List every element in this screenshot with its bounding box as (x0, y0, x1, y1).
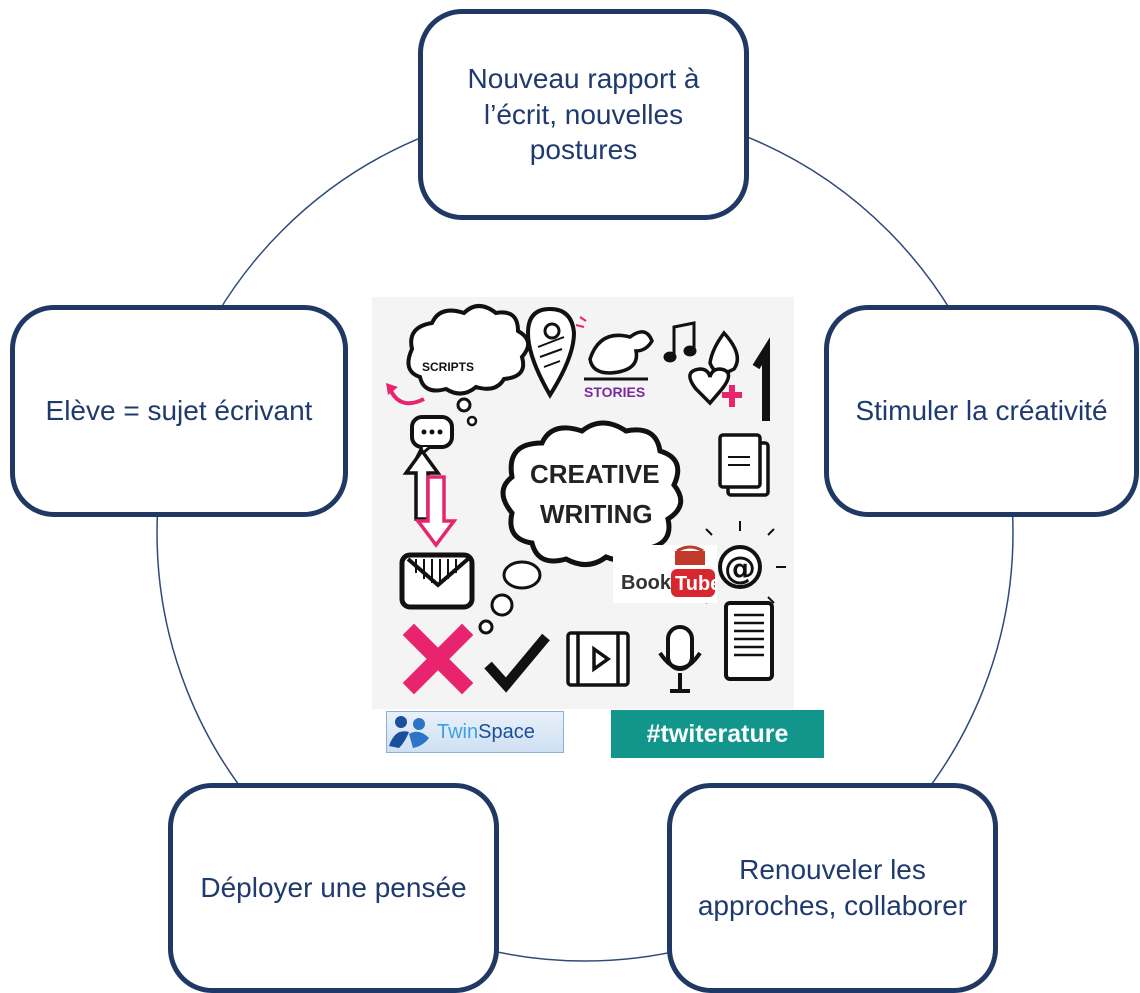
booktube-book-label: Book (621, 572, 672, 594)
node-nouveau-rapport: Nouveau rapport à l’écrit, nouvelles pos… (418, 9, 749, 220)
pink-curve-arrow-icon (388, 388, 425, 406)
creative-writing-cloud (500, 420, 684, 567)
scripts-cloud-icon (406, 304, 530, 396)
down-arrow-icon (414, 475, 458, 548)
twinspace-logo: TwinSpace (386, 711, 564, 753)
booktube-tube-label: Tube (675, 573, 717, 595)
ereader-icon (724, 601, 774, 681)
document-stack-icon (718, 433, 770, 497)
svg-text:@: @ (724, 549, 756, 587)
map-pin-icon (525, 306, 577, 399)
speech-bubble-icon (410, 415, 454, 461)
envelope-icon (399, 552, 475, 610)
thought-bubbles (478, 560, 542, 635)
creative-label: CREATIVE (530, 459, 660, 489)
writing-label: WRITING (540, 499, 653, 529)
node-eleve-sujet: Elève = sujet écrivant (10, 305, 348, 517)
twiterature-logo: #twiterature (611, 710, 824, 758)
stories-label: STORIES (584, 384, 645, 400)
checkmark-icon (484, 633, 550, 693)
scripts-label: SCRIPTS (422, 360, 474, 374)
drop-icon (708, 330, 740, 375)
creative-writing-illustration: SCRIPTS STORIES (372, 297, 794, 709)
microphone-icon (658, 625, 702, 693)
at-sign-icon: @ (694, 521, 786, 604)
twinspace-people-icon (389, 716, 429, 748)
node-deployer-pensee: Déployer une pensée (168, 783, 499, 993)
bird-icon (575, 316, 654, 381)
heart-icon (688, 367, 731, 406)
plus-icon (722, 385, 742, 407)
music-note-icon (663, 321, 697, 363)
video-icon (566, 631, 630, 687)
node-renouveler-approches: Renouveler les approches, collaborer (667, 783, 998, 993)
twinspace-space-label: Space (478, 720, 535, 743)
node-stimuler-creativite: Stimuler la créativité (824, 305, 1139, 517)
one-icon (752, 337, 770, 421)
booktube-logo: Book Tube (613, 545, 721, 603)
x-mark-icon (402, 623, 474, 695)
twinspace-twin-label: Twin (437, 720, 479, 743)
